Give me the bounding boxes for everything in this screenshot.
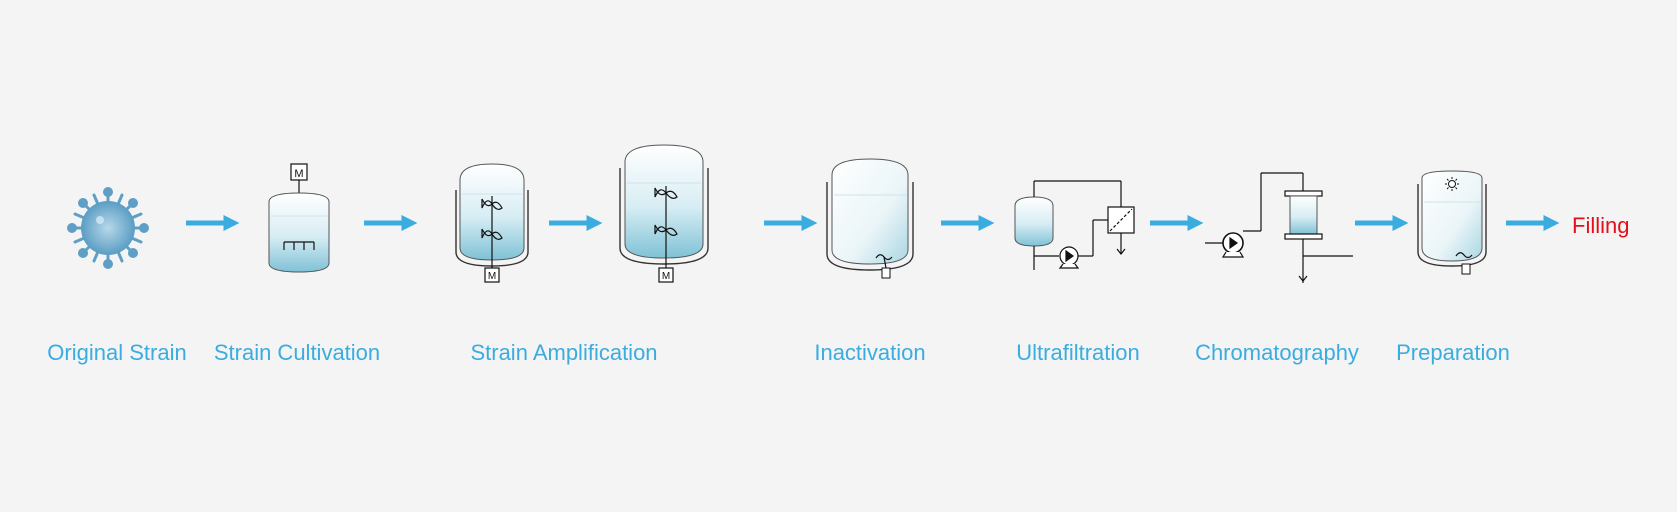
step-label-strain-cultivation: Strain Cultivation bbox=[213, 340, 381, 365]
virus-body bbox=[81, 201, 135, 255]
chromatography-unit bbox=[1205, 172, 1353, 283]
cultivation-vessel bbox=[268, 163, 330, 273]
motor-box bbox=[484, 267, 500, 283]
sun-icon bbox=[1445, 177, 1459, 191]
amplification-reactor-large bbox=[619, 144, 709, 283]
ultrafiltration-unit bbox=[1014, 180, 1135, 270]
motor-box bbox=[658, 267, 674, 283]
step-label-chromatography: Chromatography bbox=[1195, 340, 1359, 365]
final-step-label: Filling bbox=[1572, 213, 1630, 238]
amplification-reactor-small bbox=[455, 163, 529, 283]
step-label-strain-amplification: Strain Amplification bbox=[470, 340, 658, 365]
step-label-original-strain: Original Strain bbox=[47, 340, 187, 365]
step-label-inactivation: Inactivation bbox=[814, 340, 926, 365]
motor-box bbox=[290, 163, 308, 181]
chromatography-column bbox=[1289, 195, 1318, 235]
step-label-ultrafiltration: Ultrafiltration bbox=[1016, 340, 1140, 365]
inactivation-tank bbox=[826, 158, 914, 279]
preparation-tank bbox=[1417, 170, 1487, 275]
step-label-preparation: Preparation bbox=[1396, 340, 1510, 365]
